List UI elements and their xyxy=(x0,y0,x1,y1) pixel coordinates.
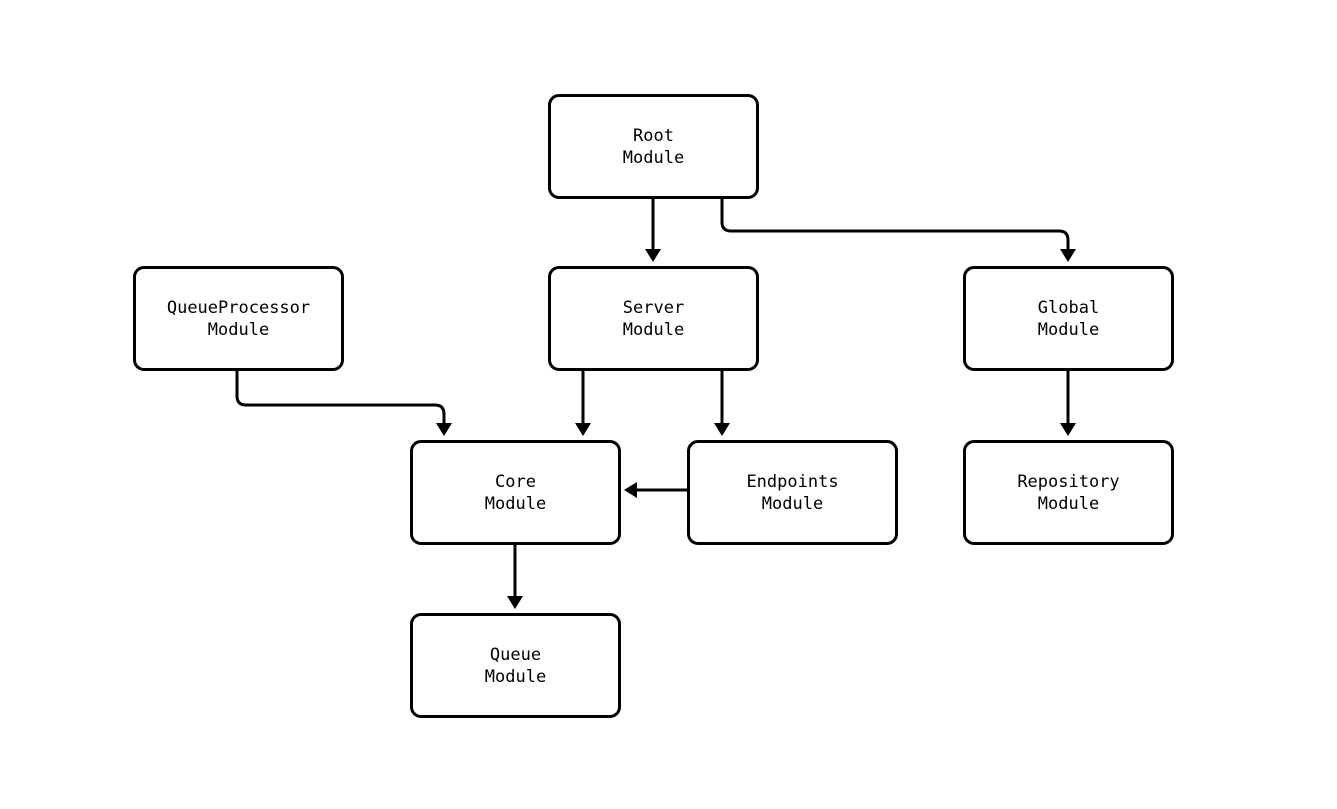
arrowhead-endpoints-to-core xyxy=(624,482,637,498)
arrowhead-global-to-repository xyxy=(1060,423,1076,436)
arrowhead-queueprocessor-to-core xyxy=(436,423,452,436)
arrowhead-root-to-server xyxy=(645,249,661,262)
node-core[interactable]: Core Module xyxy=(410,440,621,545)
arrowhead-core-to-queue xyxy=(507,596,523,609)
edge-queueprocessor-to-core xyxy=(235,371,446,426)
node-queue[interactable]: Queue Module xyxy=(410,613,621,718)
node-label-queue: Queue Module xyxy=(484,644,547,687)
node-global[interactable]: Global Module xyxy=(963,266,1174,371)
node-label-server: Server Module xyxy=(622,297,685,340)
arrowhead-root-to-global xyxy=(1060,249,1076,262)
node-label-repository: Repository Module xyxy=(1017,471,1120,514)
node-label-endpoints: Endpoints Module xyxy=(746,471,839,514)
node-label-queueprocessor: QueueProcessor Module xyxy=(166,297,311,340)
node-label-global: Global Module xyxy=(1037,297,1100,340)
node-root[interactable]: Root Module xyxy=(548,94,759,199)
node-label-root: Root Module xyxy=(622,125,685,168)
arrowhead-server-to-core xyxy=(575,423,591,436)
edge-root-to-global xyxy=(720,199,1070,252)
node-endpoints[interactable]: Endpoints Module xyxy=(687,440,898,545)
node-server[interactable]: Server Module xyxy=(548,266,759,371)
arrowhead-server-to-endpoints xyxy=(714,423,730,436)
node-repository[interactable]: Repository Module xyxy=(963,440,1174,545)
node-queueprocessor[interactable]: QueueProcessor Module xyxy=(133,266,344,371)
node-label-core: Core Module xyxy=(484,471,547,514)
